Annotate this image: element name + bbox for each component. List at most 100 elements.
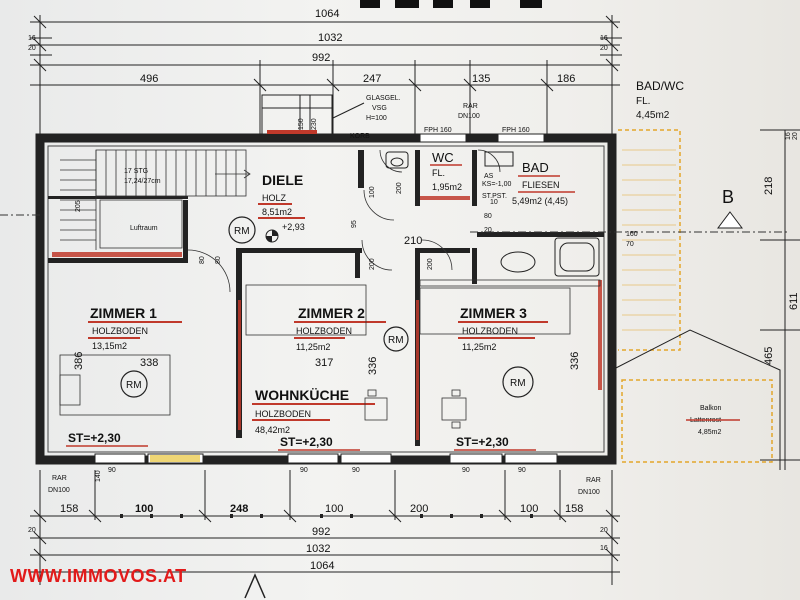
rar-bl: RAR: [52, 475, 67, 482]
dn100-br: DN100: [578, 489, 600, 496]
as-label: AS: [484, 173, 494, 180]
z2-area: 11,25m2: [296, 342, 330, 352]
diele-area: 8,51m2: [262, 207, 292, 217]
room-wohnkueche: WOHNKÜCHE HOLZBODEN 48,42m2: [252, 387, 375, 435]
wc-floor: FL.: [432, 168, 445, 178]
balkon-label: Balkon: [700, 405, 722, 412]
dim-bot-158b: 158: [565, 503, 583, 515]
dim-80c: 80: [484, 213, 492, 220]
top-window-sill: [267, 130, 317, 134]
wc-area: 1,95m2: [432, 182, 462, 192]
rm-label-1: RM: [234, 226, 250, 237]
bottom-window-highlight: [150, 455, 200, 462]
wk-floor: HOLZBODEN: [255, 409, 311, 419]
dim-bot-1032: 1032: [306, 543, 330, 555]
rar-br: RAR: [586, 477, 601, 484]
level-diele: +2,93: [282, 222, 305, 232]
h100-label: H=100: [366, 115, 387, 122]
dim-right-16: 16: [785, 132, 792, 140]
dn100-bl: DN100: [48, 487, 70, 494]
st-underlines: [66, 445, 536, 451]
rm-label-4: RM: [510, 378, 526, 389]
dim-160: 160: [626, 231, 638, 238]
dim-150: 150: [298, 118, 305, 130]
dim-top-496: 496: [140, 73, 158, 85]
right-dimension-lines: [760, 129, 800, 470]
dim-top-1064: 1064: [315, 8, 339, 20]
z3-name: ZIMMER 3: [460, 305, 527, 321]
z2-name: ZIMMER 2: [298, 305, 365, 321]
dim-200c: 200: [427, 258, 434, 270]
z3-floor: HOLZBODEN: [462, 326, 518, 336]
room-bad: BAD FLIESEN 5,49m2 (4,45): [512, 160, 575, 206]
room-zimmer-2: ZIMMER 2 HOLZBODEN 11,25m2: [294, 305, 386, 352]
top-windows: [419, 133, 545, 143]
section-b-label: B: [722, 187, 734, 207]
dim-20: 20: [484, 227, 492, 234]
bed-outlines: [59, 279, 601, 416]
rar-top: RAR: [463, 103, 478, 110]
wk-name: WOHNKÜCHE: [255, 387, 349, 403]
dim-top-16b: 16: [600, 35, 608, 42]
balcony-zone: [618, 129, 773, 463]
svg-text:90: 90: [300, 467, 308, 474]
balcony-outline: [611, 329, 781, 470]
dim-top-20b: 20: [600, 45, 608, 52]
staircase: [60, 149, 251, 250]
stpst-label: ST.PST.: [482, 193, 507, 200]
dim-bot-100a: 100: [135, 503, 153, 515]
dim-338: 338: [140, 357, 158, 369]
glasgel-leader: [332, 102, 365, 119]
dim-bot-158a: 158: [60, 503, 78, 515]
door-swings: [187, 149, 501, 293]
diele-floor: HOLZ: [262, 193, 287, 203]
st-marker-1: ST=+2,30: [68, 431, 121, 445]
bad-area: 5,49m2 (4,45): [512, 196, 568, 206]
dim-right-20: 20: [792, 132, 799, 140]
dim-10: 10: [490, 199, 498, 206]
bottom-windows: [94, 453, 558, 464]
dim-top-135: 135: [472, 73, 490, 85]
balkon-area: 4,85m2: [698, 429, 721, 436]
dim-210: 210: [404, 235, 422, 247]
fenster-top-2: FPH 160: [502, 127, 530, 134]
dim-317: 317: [315, 357, 333, 369]
luftraum-label: Luftraum: [130, 225, 158, 232]
dim-bot-16: 16: [600, 545, 608, 552]
dim-bot-1064: 1064: [310, 560, 334, 572]
dim-bot-200: 200: [410, 503, 428, 515]
dim-top-16a: 16: [28, 35, 36, 42]
z2-floor: HOLZBODEN: [296, 326, 352, 336]
room-zimmer-3: ZIMMER 3 HOLZBODEN 11,25m2: [458, 305, 548, 352]
section-marker-b: B: [717, 187, 743, 229]
bad-name: BAD: [522, 160, 549, 175]
dim-200b: 200: [369, 258, 376, 270]
watermark-text: WWW.IMMOVOS.AT: [10, 566, 187, 586]
bad-wc-title: BAD/WC: [636, 79, 684, 93]
dim-bot-100c: 100: [520, 503, 538, 515]
wk-area: 48,42m2: [255, 425, 290, 435]
dim-70: 70: [626, 241, 634, 248]
rm-label-3: RM: [388, 335, 404, 346]
dim-336a: 336: [367, 357, 379, 375]
room-wc: WC FL. 1,95m2: [430, 150, 462, 192]
svg-text:140: 140: [95, 470, 102, 482]
bad-floor: FLIESEN: [522, 180, 560, 190]
dim-80b: 80: [215, 256, 222, 264]
vsg-label: VSG: [372, 105, 387, 112]
balcony-hatch: [622, 149, 676, 331]
furniture: [364, 389, 467, 429]
rm-detectors: [120, 216, 534, 398]
svg-text:90: 90: [108, 467, 116, 474]
fenster-top-1: FPH 160: [424, 127, 452, 134]
z1-floor: HOLZBODEN: [92, 326, 148, 336]
dim-right-465: 465: [763, 347, 775, 365]
dim-top-20a: 20: [28, 45, 36, 52]
red-wall-highlights: [52, 196, 602, 440]
dim-80a: 80: [199, 256, 206, 264]
dim-bot-248: 248: [230, 503, 248, 515]
room-diele: DIELE HOLZ 8,51m2: [258, 172, 305, 219]
dim-336b: 336: [569, 352, 581, 370]
dim-bot-20b: 20: [600, 527, 608, 534]
